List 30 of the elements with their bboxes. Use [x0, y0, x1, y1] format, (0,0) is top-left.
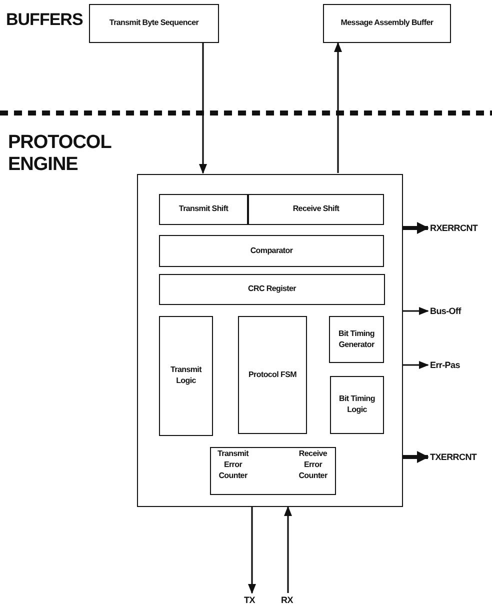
block-box: CRC Register	[159, 274, 385, 305]
block-box: Transmit Shift	[159, 194, 248, 225]
block-text: Receive Error Counter	[298, 449, 328, 482]
block-box: Transmit Byte Sequencer	[89, 4, 219, 43]
block-box	[210, 447, 336, 495]
arrow	[403, 451, 429, 463]
arrow	[284, 506, 292, 593]
arrow	[199, 43, 207, 174]
signal-label: Bus-Off	[430, 305, 480, 317]
signal-label: RXERRCNT	[430, 222, 490, 234]
arrow	[248, 507, 256, 594]
block-box: Comparator	[159, 235, 384, 267]
block-box: Transmit Logic	[159, 316, 213, 436]
signal-label: TXERRCNT	[430, 451, 490, 463]
section-label: BUFFERS	[6, 10, 84, 30]
block-box: Protocol FSM	[238, 316, 307, 434]
arrow	[403, 222, 429, 234]
block-text: Transmit Error Counter	[216, 449, 250, 482]
signal-label: TX	[244, 594, 260, 606]
signal-label: Err-Pas	[430, 359, 480, 371]
block-box: Receive Shift	[248, 194, 384, 225]
arrow	[403, 307, 429, 315]
block-box: Bit Timing Logic	[330, 376, 384, 434]
section-label: PROTOCOL ENGINE	[8, 132, 112, 176]
engine-box	[137, 174, 403, 507]
block-box: Bit Timing Generator	[329, 316, 384, 363]
arrow	[403, 361, 429, 369]
signal-label: RX	[281, 594, 297, 606]
block-box: Message Assembly Buffer	[323, 4, 451, 43]
arrow	[334, 42, 342, 173]
